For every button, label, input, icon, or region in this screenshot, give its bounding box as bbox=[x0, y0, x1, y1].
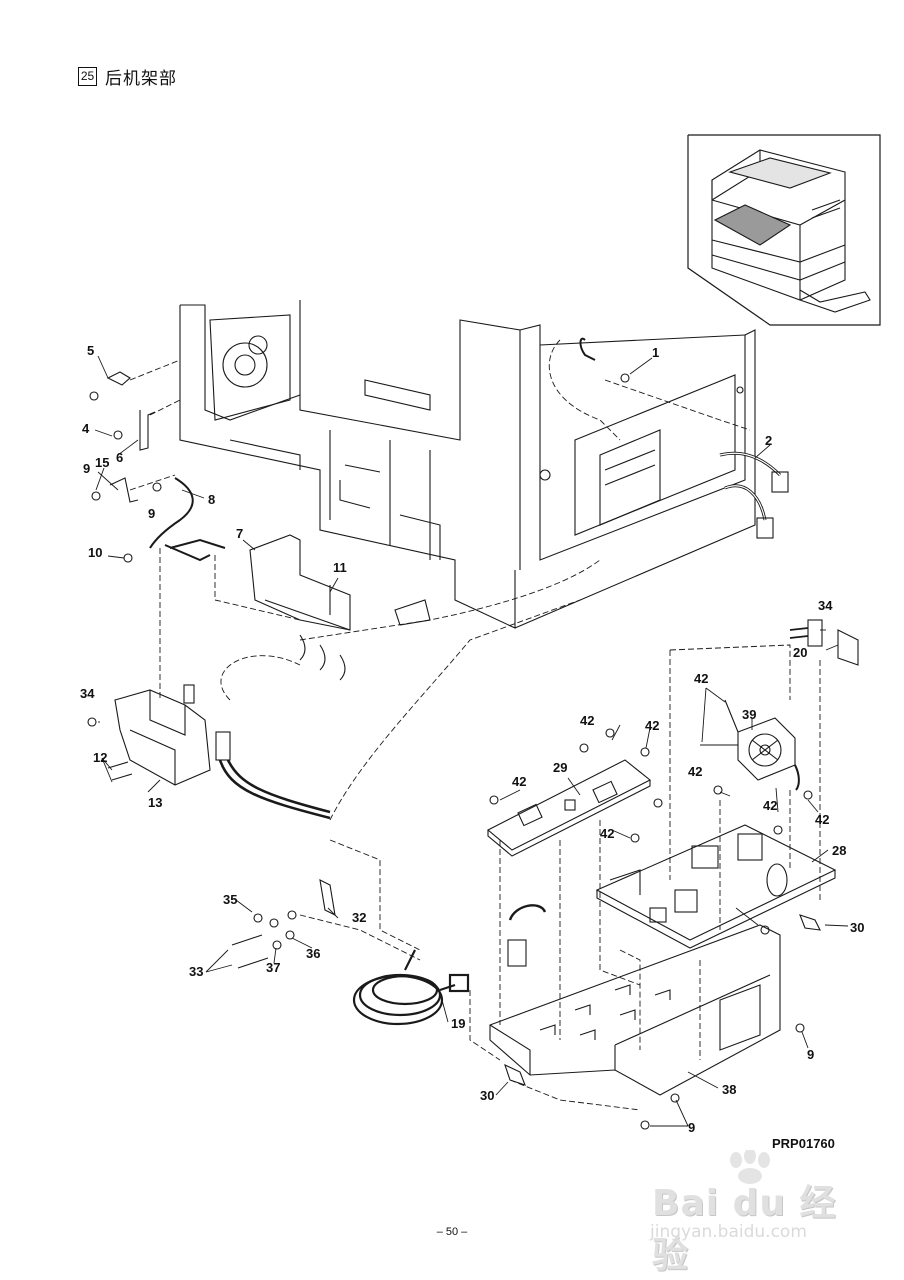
power-cord-19 bbox=[352, 949, 470, 1026]
callout-leaders bbox=[94, 355, 849, 1127]
callout-2: 2 bbox=[765, 433, 773, 448]
part-13-module bbox=[107, 684, 331, 820]
paw-logo-icon bbox=[730, 1150, 770, 1184]
callout-42: 42 bbox=[600, 826, 615, 841]
callout-1: 1 bbox=[652, 345, 660, 360]
callout-34: 34 bbox=[80, 686, 95, 701]
callout-10: 10 bbox=[88, 545, 103, 560]
callout-30: 30 bbox=[850, 920, 865, 935]
callout-9: 9 bbox=[83, 461, 91, 476]
callout-42: 42 bbox=[763, 798, 778, 813]
baidu-jingyan-watermark: Bai du 经验 jingyan.baidu.com bbox=[640, 1150, 850, 1276]
left-brackets bbox=[89, 371, 194, 563]
harness-2 bbox=[719, 451, 789, 539]
callout-31: 34 bbox=[818, 598, 833, 613]
callout-7: 7 bbox=[236, 526, 244, 541]
section-number-badge: 25 bbox=[78, 67, 97, 86]
callout-37: 38 bbox=[722, 1082, 737, 1097]
section-title: 后机架部 bbox=[105, 69, 177, 89]
document-code: PRP01760 bbox=[772, 1136, 835, 1151]
page-number: – 50 – bbox=[436, 1226, 468, 1238]
callout-42: 42 bbox=[815, 812, 830, 827]
callout-11: 11 bbox=[333, 560, 347, 575]
callout-29: 29 bbox=[553, 760, 568, 775]
pcb-29 bbox=[487, 759, 652, 857]
callout-30: 30 bbox=[480, 1088, 495, 1103]
callout-8: 8 bbox=[208, 492, 216, 507]
copier-overview-inset bbox=[687, 134, 881, 326]
callout-4: 4 bbox=[82, 421, 90, 436]
callout-15: 15 bbox=[95, 455, 110, 470]
callout-6: 6 bbox=[116, 450, 124, 465]
callout-9: 9 bbox=[688, 1120, 696, 1135]
callout-36: 37 bbox=[266, 960, 281, 975]
fan-38 bbox=[700, 699, 800, 791]
callout-9: 9 bbox=[148, 506, 156, 521]
pcb-28 bbox=[595, 824, 837, 949]
callout-42: 42 bbox=[645, 718, 660, 733]
callout-42: 42 bbox=[580, 713, 595, 728]
callout-32: 32 bbox=[352, 910, 367, 925]
screws bbox=[87, 717, 813, 1130]
callout-35: 36 bbox=[306, 946, 321, 961]
callout-9: 9 bbox=[807, 1047, 815, 1062]
callout-33: 33 bbox=[189, 964, 204, 979]
callout-5: 5 bbox=[87, 343, 95, 358]
callout-39: 42 bbox=[694, 671, 709, 686]
switch-block-31-20 bbox=[789, 619, 859, 666]
callout-38: 39 bbox=[742, 707, 757, 722]
assembly-lines bbox=[129, 339, 821, 1111]
callout-28: 28 bbox=[832, 843, 847, 858]
bracket-7-11 bbox=[164, 534, 431, 681]
callout-34: 35 bbox=[223, 892, 238, 907]
callout-42: 42 bbox=[512, 774, 527, 789]
watermark-url: jingyan.baidu.com bbox=[650, 1222, 807, 1242]
chassis-base-37 bbox=[489, 914, 821, 1096]
main-frame bbox=[179, 300, 756, 629]
callout-12: 12 bbox=[93, 750, 108, 765]
callout-19: 19 bbox=[451, 1016, 466, 1031]
watermark-brand: Bai du 经验 bbox=[652, 1183, 837, 1276]
callout-13: 13 bbox=[148, 795, 163, 810]
callout-42: 42 bbox=[688, 764, 703, 779]
page-title: 25 后机架部 bbox=[78, 64, 177, 89]
callout-20: 20 bbox=[793, 645, 808, 660]
